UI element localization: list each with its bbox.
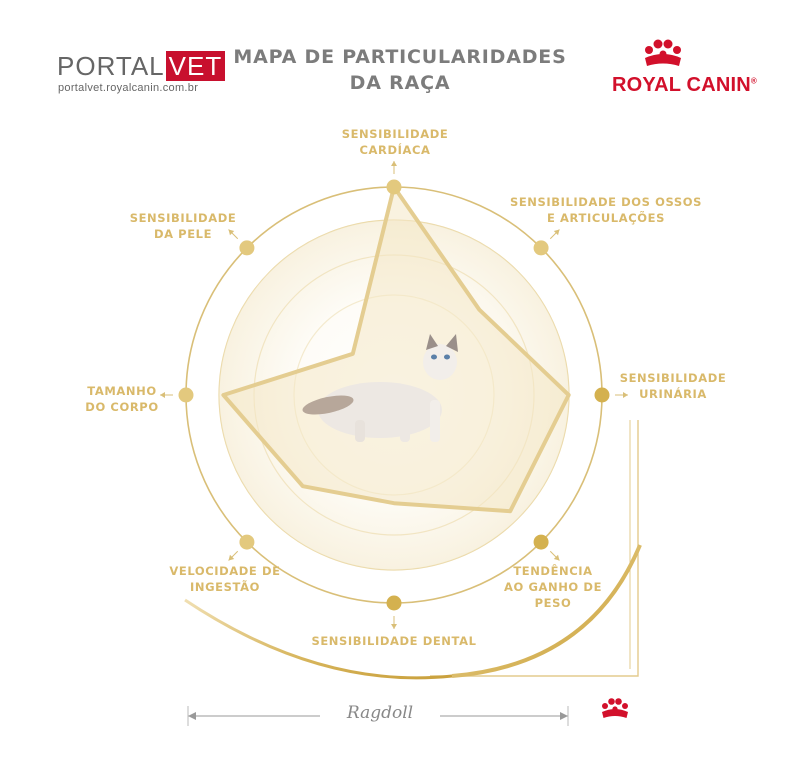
title-line-2: DA RAÇA bbox=[349, 72, 451, 94]
axis-arrowhead-ingestao bbox=[228, 554, 235, 561]
portal-logo-text: PORTAL bbox=[57, 51, 165, 81]
label-line: TENDÊNCIA bbox=[513, 564, 593, 578]
axis-dot-ossos bbox=[533, 240, 549, 256]
axis-dot-dental bbox=[386, 595, 402, 611]
crown-small-icon bbox=[602, 698, 628, 718]
axis-dot-peso bbox=[533, 534, 549, 550]
brand-mark: ® bbox=[750, 76, 757, 86]
axis-arrowhead-ossos bbox=[553, 229, 560, 236]
label-sensibilidade-urinaria: SENSIBILIDADE URINÁRIA bbox=[612, 370, 734, 402]
vet-logo-text: VET bbox=[165, 51, 226, 81]
label-line: TAMANHO bbox=[87, 384, 157, 398]
axis-dot-pele bbox=[239, 240, 255, 256]
label-line: VELOCIDADE DE bbox=[169, 564, 281, 578]
axis-arrowhead-peso bbox=[553, 554, 560, 561]
label-line: SENSIBILIDADE bbox=[129, 211, 237, 225]
brand-name: ROYAL CANIN bbox=[612, 74, 751, 96]
royal-canin-logo: ROYAL CANIN® bbox=[612, 74, 757, 97]
label-sensibilidade-cardiaca: SENSIBILIDADE CARDÍACA bbox=[330, 126, 460, 158]
label-line: E ARTICULAÇÕES bbox=[547, 211, 665, 225]
label-line: SENSIBILIDADE DOS OSSOS bbox=[509, 195, 703, 209]
axis-arrowhead-urinaria bbox=[623, 392, 628, 398]
axis-dot-ingestao bbox=[239, 534, 255, 550]
axis-arrowhead-corpo bbox=[160, 392, 165, 398]
label-line: DO CORPO bbox=[85, 400, 159, 414]
title-line-1: MAPA DE PARTICULARIDADES bbox=[233, 46, 567, 68]
portal-url: portalvet.royalcanin.com.br bbox=[58, 82, 199, 94]
label-tendencia-peso: TENDÊNCIA AO GANHO DE PESO bbox=[497, 563, 609, 611]
label-line: DA PELE bbox=[153, 227, 213, 241]
axis-arrowhead-pele bbox=[228, 229, 235, 236]
label-line: URINÁRIA bbox=[639, 387, 707, 401]
label-line: SENSIBILIDADE bbox=[619, 371, 727, 385]
label-sensibilidade-pele: SENSIBILIDADE DA PELE bbox=[124, 210, 242, 242]
axis-arrowhead-dental bbox=[391, 624, 397, 629]
label-sensibilidade-ossos: SENSIBILIDADE DOS OSSOS E ARTICULAÇÕES bbox=[508, 194, 704, 226]
axis-dot-corpo bbox=[178, 387, 194, 403]
axis-dot-cardiaca bbox=[386, 179, 402, 195]
label-line: SENSIBILIDADE bbox=[341, 127, 449, 141]
label-line: CARDÍACA bbox=[359, 143, 431, 157]
label-line: PESO bbox=[534, 596, 572, 610]
axis-dot-urinaria bbox=[594, 387, 610, 403]
ragdoll-cat-image bbox=[302, 334, 458, 442]
label-line: SENSIBILIDADE DENTAL bbox=[311, 634, 477, 648]
page-title: MAPA DE PARTICULARIDADES DA RAÇA bbox=[200, 44, 600, 96]
label-tamanho-corpo: TAMANHO DO CORPO bbox=[74, 383, 170, 415]
crown-icon bbox=[645, 39, 681, 66]
axis-arrowhead-cardiaca bbox=[391, 161, 397, 166]
axis-points bbox=[160, 161, 628, 629]
breed-name: Ragdoll bbox=[320, 703, 440, 723]
outer-frame bbox=[184, 420, 642, 680]
label-velocidade-ingestao: VELOCIDADE DE INGESTÃO bbox=[166, 563, 284, 595]
label-line: AO GANHO DE bbox=[503, 580, 603, 594]
label-line: INGESTÃO bbox=[190, 580, 260, 594]
radar-polygon bbox=[221, 185, 571, 514]
label-sensibilidade-dental: SENSIBILIDADE DENTAL bbox=[308, 633, 480, 649]
